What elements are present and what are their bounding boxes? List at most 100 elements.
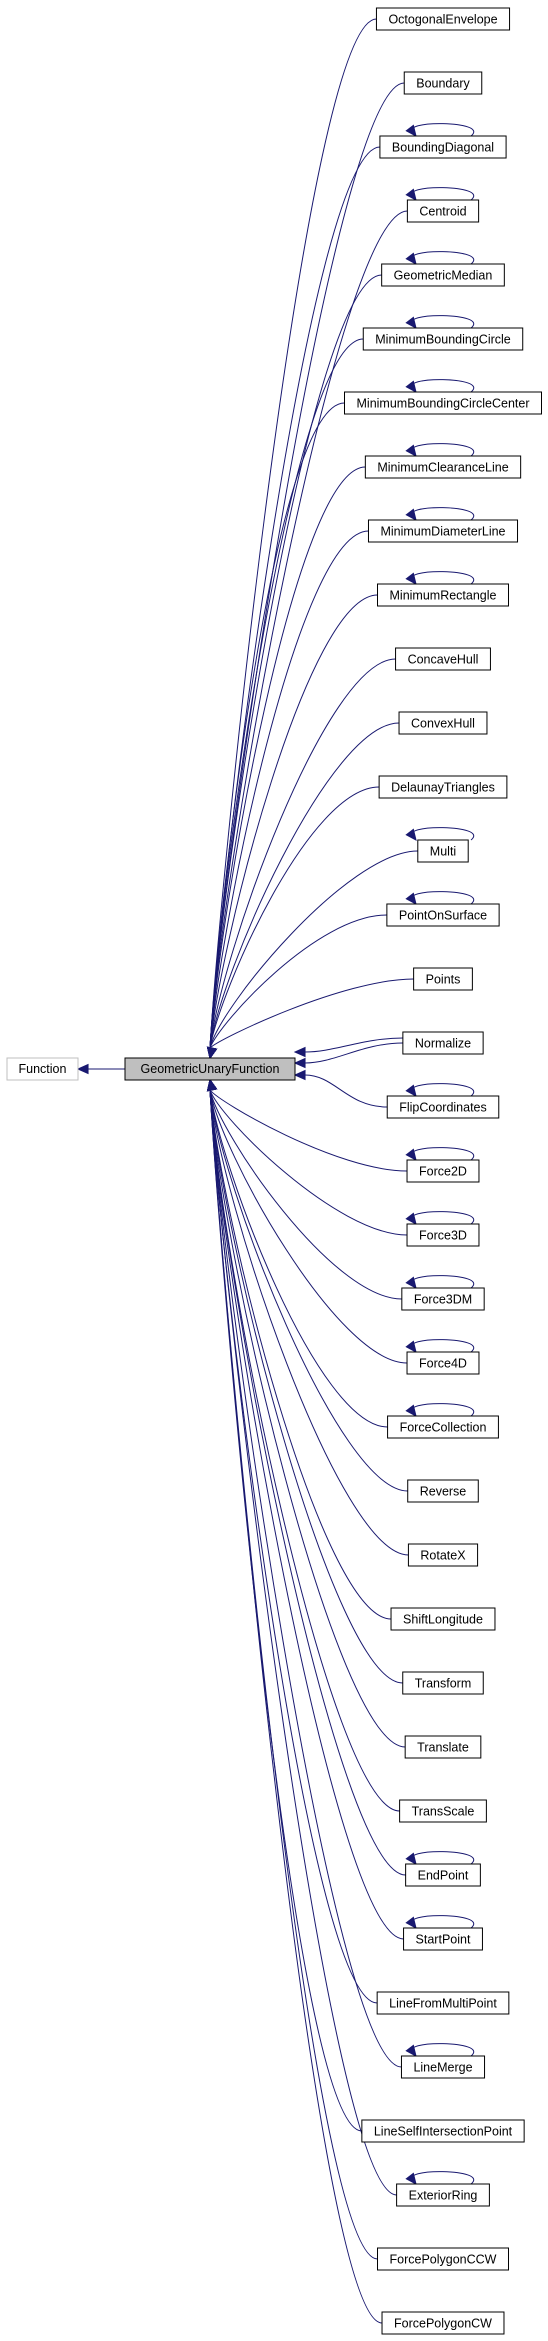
node-force-polygon-ccw-label: ForcePolygonCCW <box>390 2253 497 2267</box>
node-start-point-label: StartPoint <box>416 1933 471 1947</box>
node-delaunay-triangles-label: DelaunayTriangles <box>391 781 495 795</box>
node-centroid[interactable]: Centroid <box>406 199 480 223</box>
node-shift-longitude-box <box>390 1607 496 1631</box>
node-minimum-clearance-line-label: MinimumClearanceLine <box>377 461 508 475</box>
node-geometric-median[interactable]: GeometricMedian <box>381 263 505 287</box>
node-minimum-bounding-circle[interactable]: MinimumBoundingCircle <box>362 327 524 351</box>
node-shift-longitude[interactable]: ShiftLongitude <box>390 1607 496 1631</box>
node-minimum-rectangle[interactable]: MinimumRectangle <box>377 583 509 607</box>
node-force3-dm-box <box>401 1287 485 1311</box>
node-force3-d[interactable]: Force3D <box>406 1223 480 1247</box>
edge-normalize <box>304 1042 403 1064</box>
node-force2-d[interactable]: Force2D <box>406 1159 480 1183</box>
node-minimum-bounding-circle-box <box>362 327 524 351</box>
node-multi[interactable]: Multi <box>417 839 469 863</box>
self-loop-geometric-median <box>411 251 475 265</box>
edge-rotate-x <box>209 1089 409 1556</box>
edge-force-polygon-ccw <box>209 1089 378 2260</box>
node-translate[interactable]: Translate <box>404 1735 482 1759</box>
node-force3-dm[interactable]: Force3DM <box>401 1287 485 1311</box>
node-convex-hull[interactable]: ConvexHull <box>398 711 488 735</box>
node-minimum-clearance-line-box <box>364 455 522 479</box>
edge-force3-d <box>209 1089 408 1236</box>
edges <box>76 18 475 2324</box>
edge-normalize-second <box>304 1037 403 1053</box>
self-loop-flip-coordinates <box>411 1083 475 1097</box>
edge-multi <box>209 850 418 1049</box>
node-point-on-surface[interactable]: PointOnSurface <box>386 903 500 927</box>
node-bounding-diagonal[interactable]: BoundingDiagonal <box>379 135 507 159</box>
node-normalize-label: Normalize <box>415 1037 471 1051</box>
self-loop-exterior-ring <box>411 2171 475 2185</box>
node-multi-box <box>417 839 469 863</box>
node-trans-scale[interactable]: TransScale <box>399 1799 487 1823</box>
edge-normalize-second-arrow <box>293 1046 306 1058</box>
node-force-polygon-ccw-box <box>377 2247 509 2271</box>
node-force-polygon-cw[interactable]: ForcePolygonCW <box>381 2311 505 2335</box>
node-points[interactable]: Points <box>413 967 473 991</box>
node-force3-d-label: Force3D <box>419 1229 467 1243</box>
node-delaunay-triangles[interactable]: DelaunayTriangles <box>378 775 508 799</box>
edge-center-to-function-arrow <box>76 1063 89 1075</box>
node-force4-d[interactable]: Force4D <box>406 1351 480 1375</box>
node-rotate-x-label: RotateX <box>420 1549 466 1563</box>
self-loop-force4-d-arrow <box>405 1340 417 1353</box>
node-octogonal-envelope[interactable]: OctogonalEnvelope <box>375 7 511 31</box>
edge-shift-longitude <box>209 1089 392 1620</box>
edge-delaunay-triangles <box>209 786 380 1049</box>
node-multi-label: Multi <box>430 845 456 859</box>
edge-normalize-arrow <box>293 1057 306 1069</box>
node-trans-scale-label: TransScale <box>412 1805 475 1819</box>
node-minimum-diameter-line-label: MinimumDiameterLine <box>380 525 505 539</box>
self-loop-end-point-arrow <box>405 1852 417 1865</box>
node-end-point[interactable]: EndPoint <box>405 1863 481 1887</box>
node-minimum-clearance-line[interactable]: MinimumClearanceLine <box>364 455 522 479</box>
node-reverse[interactable]: Reverse <box>407 1479 479 1503</box>
node-minimum-diameter-line[interactable]: MinimumDiameterLine <box>367 519 519 543</box>
node-end-point-label: EndPoint <box>418 1869 469 1883</box>
self-loop-force-collection <box>411 1403 475 1417</box>
node-octogonal-envelope-box <box>375 7 511 31</box>
node-point-on-surface-label: PointOnSurface <box>399 909 487 923</box>
node-line-self-intersection-point[interactable]: LineSelfIntersectionPoint <box>361 2119 525 2143</box>
node-concave-hull-label: ConcaveHull <box>408 653 479 667</box>
node-transform[interactable]: Transform <box>402 1671 484 1695</box>
node-octogonal-envelope-label: OctogonalEnvelope <box>388 13 497 27</box>
node-force2-d-label: Force2D <box>419 1165 467 1179</box>
node-boundary[interactable]: Boundary <box>403 71 483 95</box>
node-rotate-x[interactable]: RotateX <box>407 1543 479 1567</box>
node-exterior-ring[interactable]: ExteriorRing <box>396 2183 490 2207</box>
node-concave-hull[interactable]: ConcaveHull <box>395 647 491 671</box>
node-line-self-intersection-point-box <box>361 2119 525 2143</box>
node-force-polygon-ccw[interactable]: ForcePolygonCCW <box>377 2247 509 2271</box>
node-centroid-box <box>406 199 480 223</box>
node-line-from-multi-point[interactable]: LineFromMultiPoint <box>376 1991 510 2015</box>
node-geometric-unary-function[interactable]: GeometricUnaryFunction <box>124 1057 296 1081</box>
edge-force4-d <box>209 1089 408 1364</box>
edge-octogonal-envelope <box>209 18 377 1049</box>
edge-concave-hull <box>209 658 396 1049</box>
edge-flip-coordinates <box>304 1074 388 1108</box>
node-flip-coordinates-label: FlipCoordinates <box>399 1101 487 1115</box>
self-loop-flip-coordinates-arrow <box>405 1084 417 1097</box>
self-loop-minimum-clearance-line <box>411 443 475 457</box>
self-loop-force3-d <box>411 1211 475 1225</box>
node-line-merge[interactable]: LineMerge <box>400 2055 486 2079</box>
node-translate-box <box>404 1735 482 1759</box>
node-force-polygon-cw-label: ForcePolygonCW <box>394 2317 492 2331</box>
node-flip-coordinates[interactable]: FlipCoordinates <box>386 1095 500 1119</box>
self-loop-force-collection-arrow <box>405 1404 417 1417</box>
node-minimum-bounding-circle-center[interactable]: MinimumBoundingCircleCenter <box>344 391 542 415</box>
node-force-collection[interactable]: ForceCollection <box>387 1415 499 1439</box>
self-loop-force3-d-arrow <box>405 1212 417 1225</box>
edge-minimum-clearance-line <box>209 466 366 1049</box>
node-force4-d-box <box>406 1351 480 1375</box>
node-normalize[interactable]: Normalize <box>402 1031 484 1055</box>
edge-flip-coordinates-arrow <box>293 1069 306 1081</box>
node-trans-scale-box <box>399 1799 487 1823</box>
node-start-point[interactable]: StartPoint <box>403 1927 483 1951</box>
node-shift-longitude-label: ShiftLongitude <box>403 1613 483 1627</box>
node-end-point-box <box>405 1863 481 1887</box>
edge-centroid <box>209 210 408 1049</box>
node-function[interactable]: Function <box>6 1057 79 1081</box>
